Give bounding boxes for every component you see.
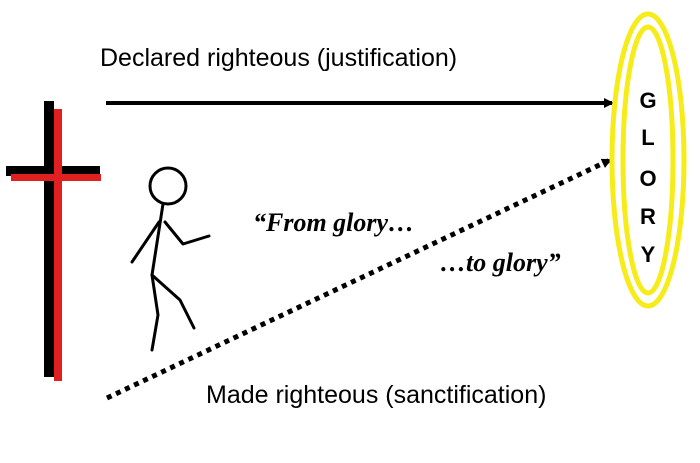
quote-end: …to glory”: [440, 248, 561, 277]
glory-letter-g: G: [639, 88, 656, 113]
cross-icon: [6, 101, 101, 381]
quote-start: “From glory…: [253, 208, 414, 237]
stick-figure-icon: [130, 166, 211, 352]
sanctification-arrow: [105, 157, 612, 401]
glory-letter-l: L: [641, 125, 654, 150]
declared-righteous-label: Declared righteous (justification): [100, 44, 457, 72]
glory-letter-o: O: [639, 166, 656, 191]
made-righteous-label: Made righteous (sanctification): [206, 381, 546, 409]
glory-word: G L O R Y: [639, 88, 656, 267]
glory-letter-y: Y: [641, 242, 656, 267]
glory-letter-r: R: [640, 204, 656, 229]
glory-halo-icon: [609, 11, 687, 309]
